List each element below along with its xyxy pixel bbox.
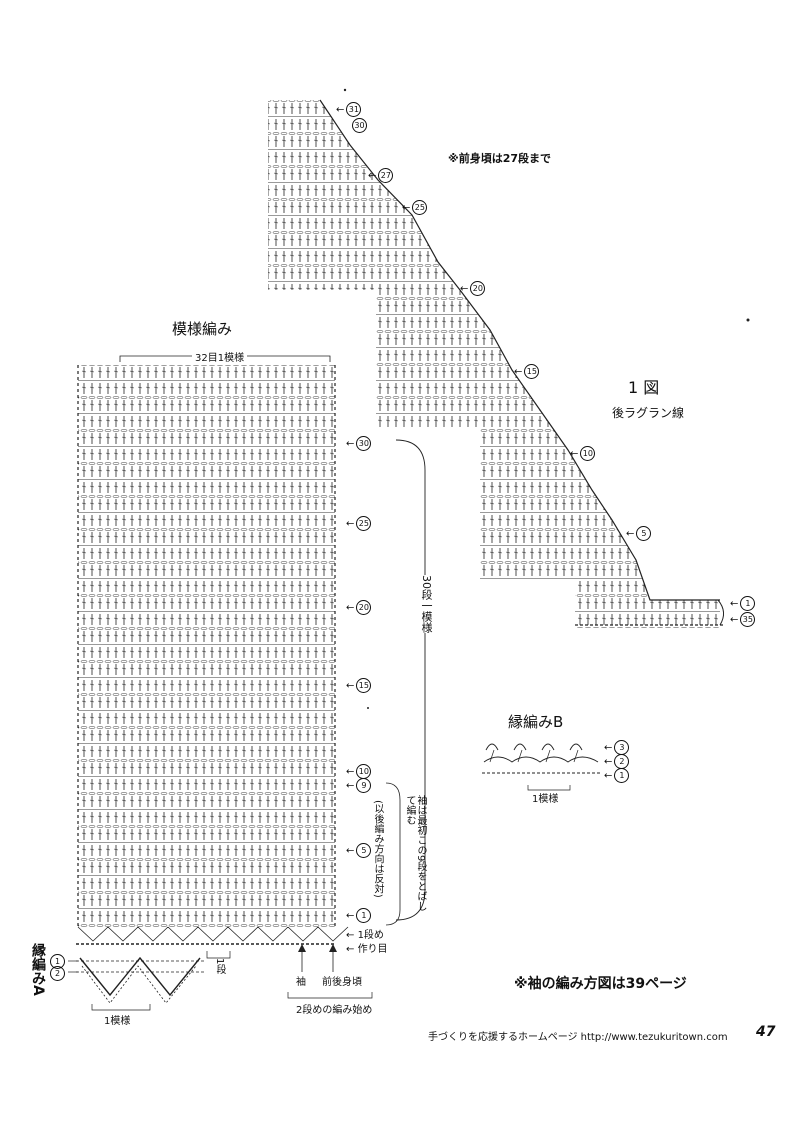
pattern-row-20: ←20 — [346, 600, 372, 615]
edging-b-row-2: ←2 — [604, 754, 630, 769]
raglan-row-27: ←27 — [368, 168, 394, 183]
sleeve-label: 袖 — [296, 977, 306, 988]
pattern-title: 模様編み — [172, 320, 233, 338]
pattern-row-1: ←1 — [346, 908, 372, 923]
foundation-label: ← 作り目 — [346, 944, 388, 955]
edging-b-title: 縁編みB — [508, 713, 564, 731]
raglan-row-5: ←5 — [626, 526, 652, 541]
raglan-row-31: ←31 — [336, 102, 362, 117]
raglan-row-20: ←20 — [460, 281, 486, 296]
edging-b-row-3: ←3 — [604, 740, 630, 755]
sleeve-note-2: (以後編み方向は反対) — [372, 800, 383, 898]
pattern-repeat-label: 32目1模様 — [192, 349, 248, 364]
pattern-chart — [76, 355, 426, 999]
edging-b-chart — [482, 743, 600, 791]
rows-per-pattern-label: 30段一模様 — [420, 575, 433, 633]
pattern-row-5: ←5 — [346, 843, 372, 858]
edging-a-title: 縁編みA — [30, 943, 46, 996]
start-label: 2段めの編み始め — [296, 1005, 373, 1016]
edging-b-repeat-label: 1模様 — [532, 794, 559, 805]
pattern-row-30: ←30 — [346, 436, 372, 451]
edging-a-row-2: 2 — [48, 966, 65, 981]
row1-label: ← 1段め — [346, 930, 384, 941]
figure-subtitle: 後ラグラン線 — [612, 406, 685, 420]
sleeve-note: 袖は最初この9段をとばして編む — [404, 795, 426, 912]
raglan-row-1: ←1 — [730, 596, 756, 611]
body-label: 前後身頃 — [322, 977, 362, 988]
raglan-chart — [268, 99, 725, 628]
raglan-note: ※前身頃は27段まで — [448, 152, 552, 165]
pattern-row-15: ←15 — [346, 678, 372, 693]
pattern-row-25: ←25 — [346, 516, 372, 531]
edging-b-row-1: ←1 — [604, 768, 630, 783]
pattern-row-9: ←9 — [346, 778, 372, 793]
raglan-row-30: 30 — [350, 118, 367, 133]
pattern-row-10: ←10 — [346, 764, 372, 779]
raglan-row-10: ←10 — [570, 446, 596, 461]
figure-title: 1 図 — [628, 378, 660, 397]
edging-a-repeat-label: 1模様 — [104, 1016, 131, 1027]
raglan-row-15: ←15 — [514, 364, 540, 379]
edging-a-chart — [68, 956, 205, 1011]
footer-text: 手づくりを応援するホームページ http://www.tezukuritown.… — [428, 1032, 728, 1043]
sleeve-reference: ※袖の編み方図は39ページ — [514, 976, 687, 992]
raglan-row-25: ←25 — [402, 200, 428, 215]
page-number: 47 — [756, 1024, 776, 1040]
raglan-row-35: ←35 — [730, 612, 756, 627]
step-label: 1段 — [214, 958, 225, 975]
